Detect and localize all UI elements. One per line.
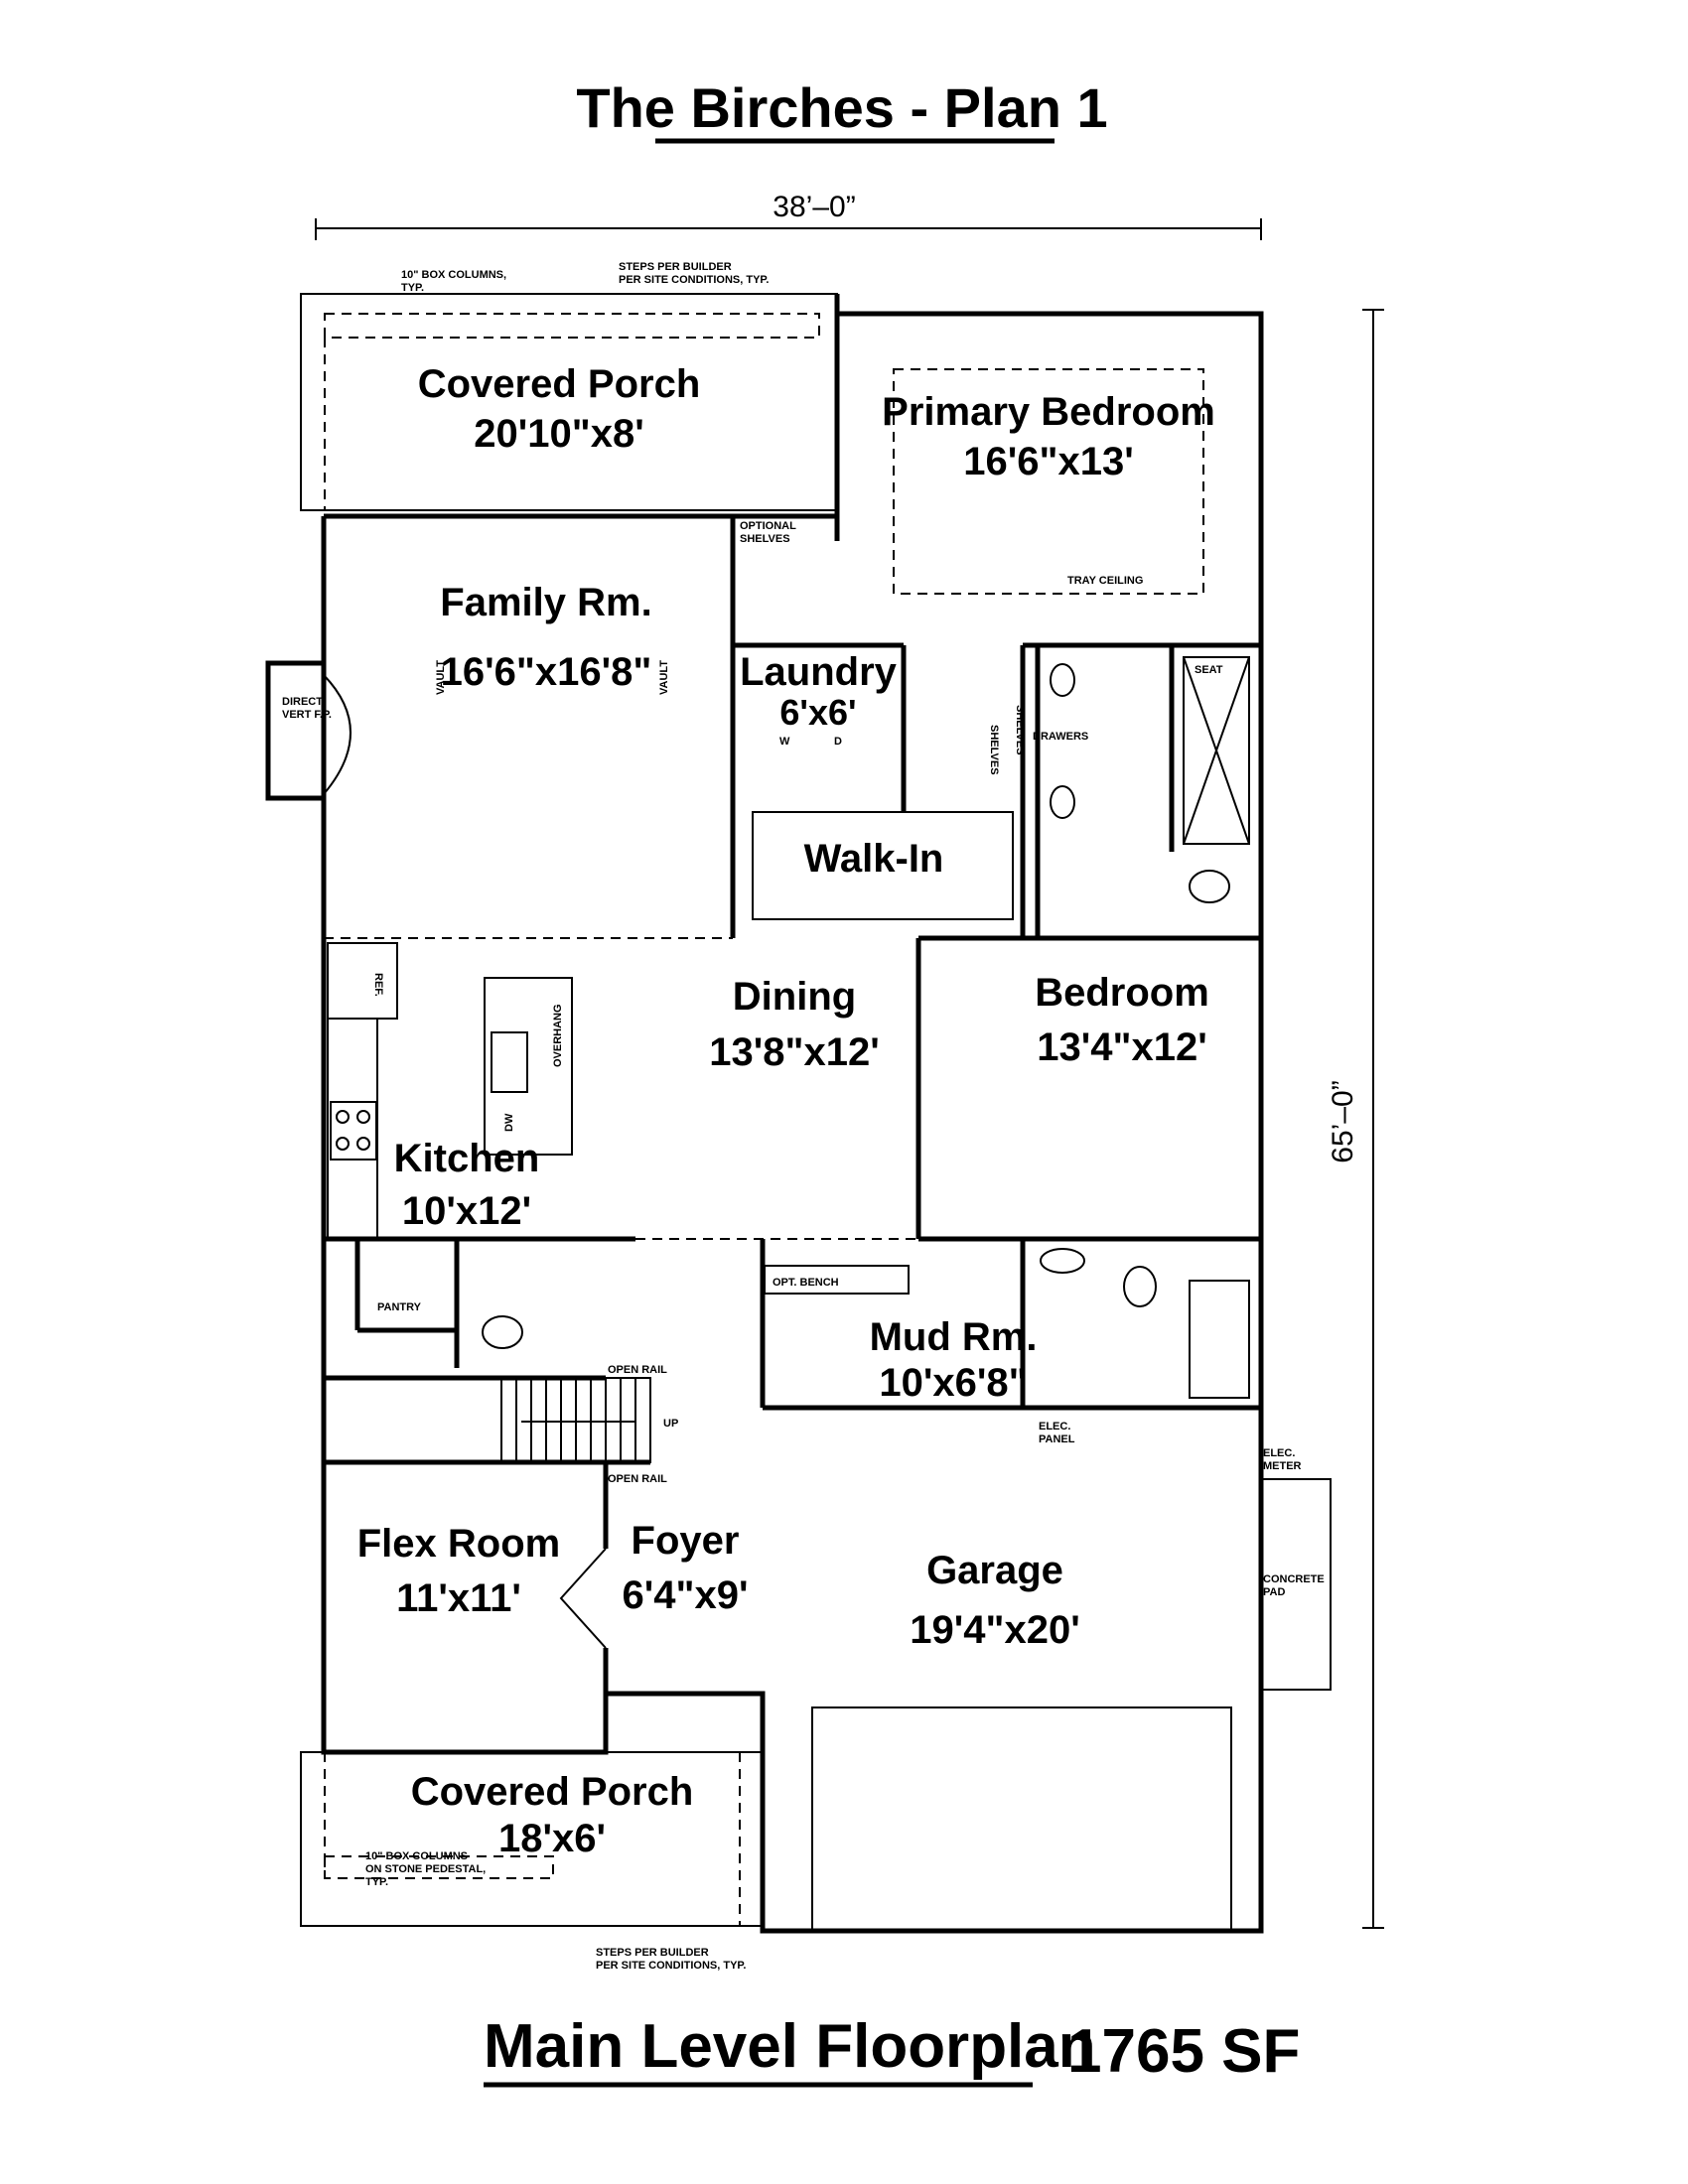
note-vault-left: VAULT (435, 660, 447, 695)
note-elec-panel: ELEC. (1039, 1421, 1070, 1433)
toilet-primary-bath (1189, 870, 1230, 903)
note-opt-bench: OPT. BENCH (773, 1277, 839, 1289)
garage-door (811, 1706, 1232, 1932)
primary-bedroom-name: Primary Bedroom (882, 390, 1215, 434)
note-steps-front-2: PER SITE CONDITIONS, TYP. (596, 1960, 746, 1972)
powder-toilet (482, 1315, 523, 1349)
walk-in-closet (752, 811, 1014, 920)
note-box-columns-rear: 10" BOX COLUMNS, (401, 269, 506, 281)
note-up: UP (663, 1418, 678, 1430)
note-shelves-1: SHELVES (1014, 705, 1026, 755)
note-steps-front: STEPS PER BUILDER (596, 1947, 709, 1959)
laundry-name: Laundry (740, 650, 898, 694)
note-tray-ceiling: TRAY CEILING (1067, 575, 1143, 587)
note-fireplace-2: VERT F.P. (282, 709, 332, 721)
plan-title: The Birches - Plan 1 (576, 76, 1107, 139)
footer-label: Main Level Floorplan (484, 2012, 1096, 2081)
note-elec-meter: ELEC. (1263, 1447, 1295, 1459)
vanity-sink-top (1050, 663, 1075, 697)
note-concrete-pad-2: PAD (1263, 1586, 1285, 1598)
note-box-columns-front-2: ON STONE PEDESTAL, (365, 1863, 486, 1875)
mud-room-size: 10'x6'8" (879, 1361, 1027, 1405)
dining-name: Dining (733, 975, 856, 1019)
front-porch-name: Covered Porch (411, 1770, 694, 1814)
laundry-size: 6'x6' (779, 692, 856, 733)
note-box-columns-rear-typ: TYP. (401, 282, 424, 294)
note-dryer: D (834, 736, 842, 748)
footer-area: 1765 SF (1067, 2017, 1300, 2086)
mud-room-name: Mud Rm. (870, 1315, 1038, 1359)
family-room-size: 16'6"x16'8" (441, 650, 652, 694)
note-elec-meter-2: METER (1263, 1460, 1302, 1472)
range (330, 1101, 377, 1160)
bathtub (1189, 1280, 1250, 1399)
bedroom-name: Bedroom (1035, 971, 1209, 1015)
family-room-name: Family Rm. (440, 581, 651, 624)
note-fireplace: DIRECT (282, 696, 323, 708)
foyer-size: 6'4"x9' (623, 1573, 749, 1617)
island-sink (491, 1031, 528, 1093)
walk-in-name: Walk-In (804, 837, 944, 881)
hall-bath-sink (1040, 1248, 1085, 1274)
note-concrete-pad: CONCRETE (1263, 1573, 1325, 1585)
note-overhang: OVERHANG (552, 1004, 564, 1067)
note-elec-panel-2: PANEL (1039, 1433, 1075, 1445)
note-steps-rear: STEPS PER BUILDER (619, 261, 732, 273)
tray-ceiling-outline (893, 368, 1204, 595)
note-shelves-2: SHELVES (988, 725, 1000, 775)
kitchen-size: 10'x12' (402, 1189, 531, 1233)
kitchen-name: Kitchen (394, 1137, 540, 1180)
note-drawers: DRAWERS (1033, 731, 1088, 743)
concrete-pad (1260, 1478, 1332, 1691)
shower (1183, 656, 1250, 845)
note-ref: REF. (372, 973, 384, 997)
kitchen-island (484, 977, 573, 1156)
note-box-columns-front-3: TYP. (365, 1876, 388, 1888)
note-seat: SEAT (1195, 664, 1223, 676)
note-steps-rear-2: PER SITE CONDITIONS, TYP. (619, 274, 769, 286)
dining-size: 13'8"x12' (709, 1030, 879, 1074)
note-pantry: PANTRY (377, 1301, 422, 1313)
garage-name: Garage (926, 1549, 1063, 1592)
foyer-name: Foyer (632, 1519, 740, 1563)
note-dw: DW (503, 1113, 515, 1132)
vanity-sink-bottom (1050, 785, 1075, 819)
depth-dimension: 65’–0” (1327, 1080, 1359, 1162)
primary-bedroom-size: 16'6"x13' (963, 440, 1133, 483)
front-porch-size: 18'x6' (498, 1817, 606, 1860)
refrigerator (327, 942, 398, 1020)
garage-size: 19'4"x20' (910, 1608, 1079, 1652)
note-vault-right: VAULT (658, 660, 670, 695)
note-optional-shelves: OPTIONAL (740, 520, 796, 532)
exterior-walls (321, 311, 1264, 1934)
hall-bath-toilet (1123, 1266, 1157, 1307)
note-open-rail-top: OPEN RAIL (608, 1364, 667, 1376)
note-washer: W (779, 736, 790, 748)
flex-room-size: 11'x11' (396, 1576, 521, 1620)
rear-porch-size: 20'10"x8' (474, 412, 643, 456)
note-open-rail-bottom: OPEN RAIL (608, 1473, 667, 1485)
note-optional-shelves-2: SHELVES (740, 533, 790, 545)
fireplace (265, 660, 327, 801)
width-dimension: 38’–0” (773, 191, 855, 223)
note-box-columns-front: 10" BOX COLUMNS (365, 1850, 468, 1862)
front-porch-outline (300, 1751, 764, 1927)
opt-bench (764, 1265, 910, 1295)
flex-room-name: Flex Room (357, 1522, 560, 1566)
rear-porch-name: Covered Porch (418, 362, 701, 406)
bedroom-size: 13'4"x12' (1037, 1025, 1206, 1069)
